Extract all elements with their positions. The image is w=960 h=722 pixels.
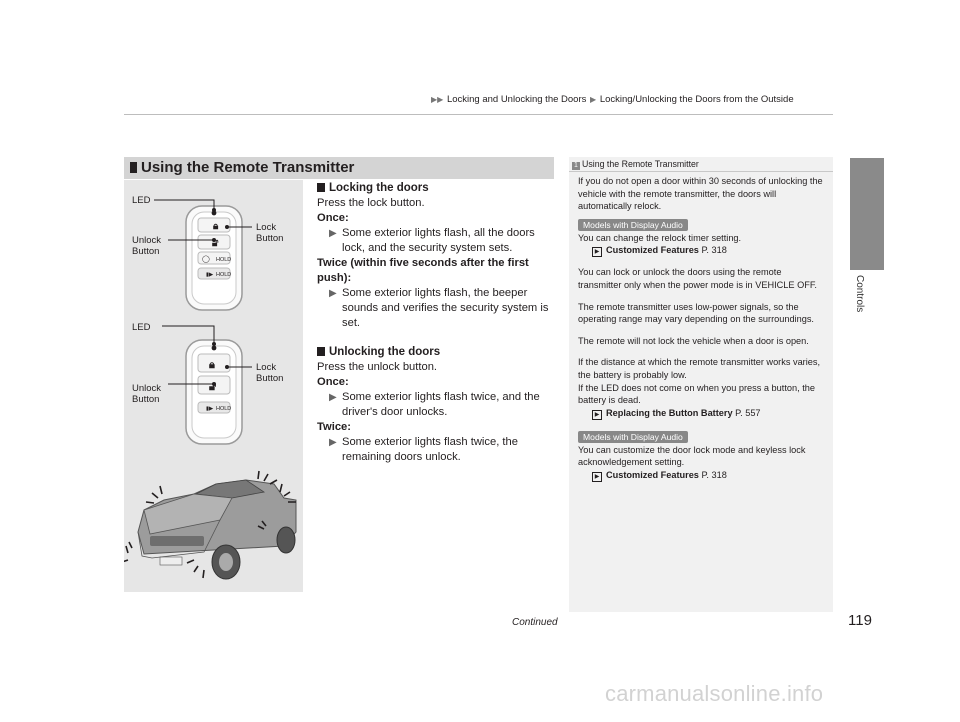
svg-text:Button: Button — [132, 246, 159, 257]
note-paragraph: You can lock or unlock the doors using t… — [578, 267, 817, 290]
section-title: Using the Remote Transmitter — [130, 159, 354, 176]
svg-text:▮▶: ▮▶ — [206, 272, 214, 278]
page-number: 119 — [848, 612, 872, 629]
note-divider — [569, 171, 833, 172]
section-heading: Using the Remote Transmitter — [124, 157, 554, 179]
unlocking-twice-text: ▶Some exterior lights flash twice, the r… — [329, 436, 518, 463]
unlocking-once-text: ▶Some exterior lights flash twice, and t… — [329, 391, 540, 418]
chevron-right-icon: ▶ — [590, 95, 597, 104]
note-paragraph: You can change the relock timer setting. — [578, 232, 742, 243]
key-fob-top: 🔒︎ 🔓︎ ◯ HOLD ▮▶ HOLD LED Lock Button Unl… — [132, 195, 283, 311]
model-badge: Models with Display Audio — [578, 430, 688, 443]
led-label: LED — [132, 195, 151, 206]
locking-once-text: ▶Some exterior lights flash, all the doo… — [329, 227, 535, 254]
locking-once-label: Once: — [317, 212, 349, 224]
unlock-icon: 🔓︎ — [209, 381, 216, 393]
led-label: LED — [132, 322, 151, 333]
chevron-right-icon: ▶▶ — [431, 95, 444, 104]
watermark: carmanualsonline.info — [605, 681, 824, 706]
flash-indicator-icon — [121, 470, 296, 579]
svg-text:▮▶: ▮▶ — [206, 406, 214, 412]
arrow-right-icon: ▶ — [329, 392, 337, 403]
figure-panel: 🔒︎ 🔓︎ ◯ HOLD ▮▶ HOLD LED Lock Button Unl… — [121, 180, 303, 592]
trunk-icon: ◯ — [202, 255, 210, 263]
xref-customized-features[interactable]: ▶Customized Features P. 318 — [578, 244, 826, 258]
breadcrumb: ▶▶ Locking and Unlocking the Doors ▶ Loc… — [430, 94, 794, 105]
remote-transmitter-illustration: 🔒︎ 🔓︎ ◯ HOLD ▮▶ HOLD LED Lock Button Unl… — [121, 195, 297, 580]
lock-button-label: Lock — [256, 362, 276, 373]
lock-button-label: Lock — [256, 222, 276, 233]
unlocking-twice-label: Twice: — [317, 421, 351, 433]
led-indicator-icon — [211, 345, 217, 351]
unlock-icon: 🔓︎ — [212, 238, 219, 249]
cross-reference-icon: ▶ — [592, 409, 602, 420]
svg-text:HOLD: HOLD — [216, 257, 231, 263]
svg-text:Button: Button — [256, 373, 283, 384]
unlock-button-label: Unlock — [132, 383, 161, 394]
note-paragraph: You can customize the door lock mode and… — [578, 444, 806, 468]
unlocking-heading: Unlocking the doors — [317, 345, 557, 360]
arrow-right-icon: ▶ — [329, 228, 337, 239]
led-indicator-icon — [211, 210, 217, 216]
note-paragraph: If you do not open a door within 30 seco… — [578, 176, 823, 212]
continued-label: Continued — [512, 617, 558, 628]
unlocking-once-label: Once: — [317, 376, 349, 388]
cross-reference-icon: ▶ — [592, 471, 602, 482]
chapter-tab[interactable] — [850, 158, 884, 270]
note-paragraph: The remote will not lock the vehicle whe… — [578, 335, 809, 346]
breadcrumb-item-locking[interactable]: Locking and Unlocking the Doors — [446, 94, 587, 105]
svg-text:Button: Button — [256, 233, 283, 244]
xref-replacing-battery[interactable]: ▶Replacing the Button Battery P. 557 — [578, 407, 826, 420]
note-text: If you do not open a door within 30 seco… — [578, 175, 826, 482]
note-paragraph: The remote transmitter uses low-power si… — [578, 301, 814, 325]
note-panel — [569, 157, 833, 612]
locking-twice-text: ▶Some exterior lights flash, the beeper … — [329, 287, 549, 329]
lock-icon: 🔒︎ — [209, 359, 215, 371]
lock-icon: 🔒︎ — [213, 221, 219, 232]
note-paragraph: If the LED does not come on when you pre… — [578, 382, 815, 406]
xref-customized-features[interactable]: ▶Customized Features P. 318 — [578, 469, 826, 482]
key-fob-bottom: 🔒︎ 🔓︎ ▮▶ HOLD LED Lock Button Unlock But… — [132, 322, 283, 445]
chapter-label-text: Controls — [854, 275, 865, 313]
pickup-truck-illustration — [121, 470, 297, 580]
section-marker-icon — [317, 347, 325, 356]
arrow-right-icon: ▶ — [329, 288, 337, 299]
unlock-button-label: Unlock — [132, 235, 161, 246]
cross-reference-icon: ▶ — [592, 247, 602, 258]
procedure-text: Locking the doors Press the lock button.… — [317, 180, 557, 465]
svg-text:Button: Button — [132, 394, 159, 405]
note-paragraph: If the distance at which the remote tran… — [578, 357, 821, 380]
locking-heading: Locking the doors — [317, 181, 557, 196]
svg-text:HOLD: HOLD — [216, 272, 231, 278]
chapter-label: Controls — [848, 275, 886, 355]
svg-text:HOLD: HOLD — [216, 406, 231, 412]
locking-twice-label: Twice (within five seconds after the fir… — [317, 257, 529, 284]
unlocking-intro: Press the unlock button. — [317, 361, 438, 373]
locking-intro: Press the lock button. — [317, 197, 425, 209]
section-marker-icon — [317, 183, 325, 192]
note-icon: 1 — [572, 162, 580, 170]
section-marker-icon — [130, 162, 137, 173]
arrow-right-icon: ▶ — [329, 437, 337, 448]
header-divider — [124, 114, 833, 115]
breadcrumb-item-outside[interactable]: Locking/Unlocking the Doors from the Out… — [599, 94, 794, 105]
model-badge: Models with Display Audio — [578, 218, 688, 231]
